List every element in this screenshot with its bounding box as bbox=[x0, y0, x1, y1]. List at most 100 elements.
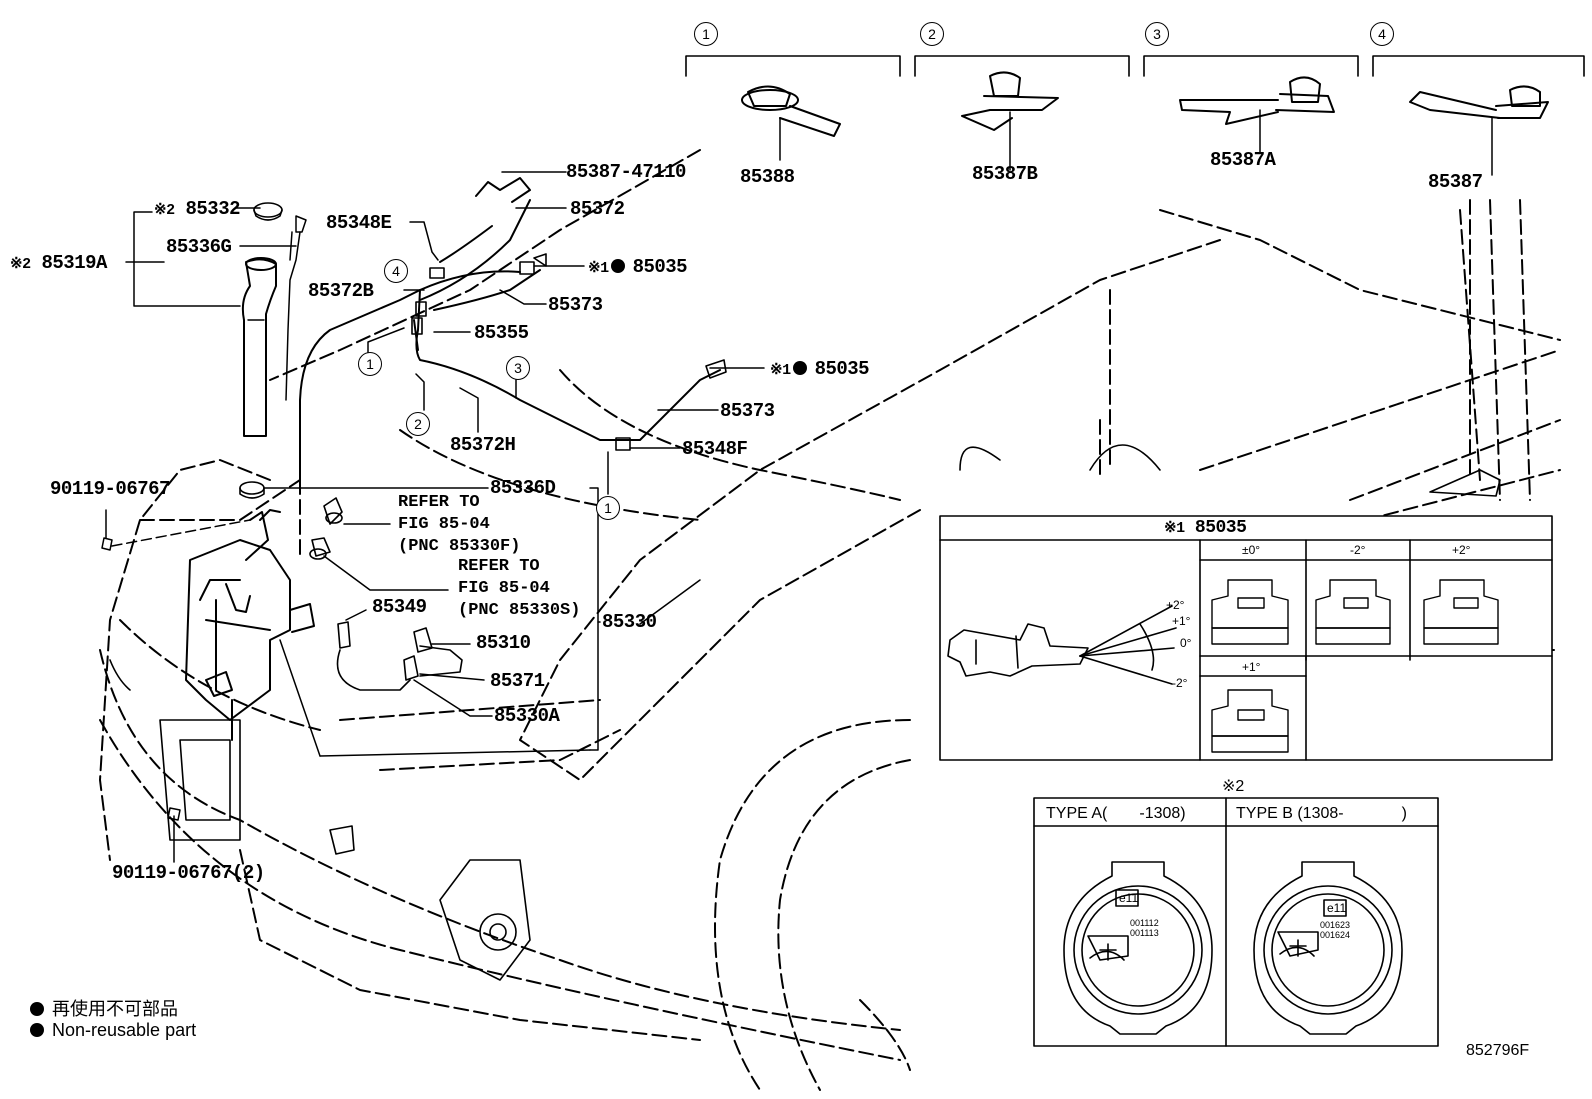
filler-neck bbox=[241, 257, 277, 437]
part-label-85373-upper[interactable]: 85373 bbox=[548, 294, 603, 316]
cap-85332 bbox=[253, 202, 283, 221]
nozzle-column-plus1: +1° bbox=[1242, 660, 1261, 674]
nozzle-front-views bbox=[1211, 579, 1499, 753]
nozzle-column-0: ±0° bbox=[1242, 543, 1261, 557]
cap-b-code-2: 001624 bbox=[1320, 930, 1351, 940]
section-brackets bbox=[685, 55, 1585, 77]
part-label-85336G[interactable]: 85336G bbox=[166, 236, 232, 258]
nozzle-column-minus2: -2° bbox=[1350, 543, 1366, 557]
part-label-85387A[interactable]: 85387A bbox=[1210, 149, 1276, 171]
part-number: 85035 bbox=[632, 256, 688, 278]
part-number: 85319A bbox=[41, 252, 107, 274]
vehicle-outline-detail bbox=[109, 444, 1501, 981]
callout-1-upper: 1 bbox=[358, 352, 382, 376]
part-label-85372B[interactable]: 85372B bbox=[308, 280, 374, 302]
part-label-85319A[interactable]: ※2 85319A bbox=[10, 254, 107, 273]
type-text: TYPE A( bbox=[1046, 805, 1108, 822]
part-number: 85332 bbox=[185, 198, 240, 220]
nozzle-column-plus2: +2° bbox=[1452, 543, 1471, 557]
part-label-85336D[interactable]: 85336D bbox=[490, 477, 556, 499]
refer-line: FIG 85-04 bbox=[458, 579, 550, 599]
part-label-85348E[interactable]: 85348E bbox=[326, 212, 392, 234]
refer-line: (PNC 85330F) bbox=[398, 537, 521, 557]
cap-a-code-2: 001113 bbox=[1130, 928, 1159, 938]
part-label-85310[interactable]: 85310 bbox=[476, 632, 531, 654]
refer-line: REFER TO bbox=[458, 557, 540, 576]
refer-line: FIG 85-04 bbox=[398, 515, 490, 535]
cap-type-b-icon bbox=[1253, 861, 1403, 1035]
type-text: ) bbox=[1401, 805, 1407, 822]
cap-type-a-icon bbox=[1063, 861, 1213, 1035]
part-label-85388[interactable]: 85388 bbox=[740, 166, 795, 188]
part-label-85372H[interactable]: 85372H bbox=[450, 434, 516, 456]
callout-2: 2 bbox=[406, 412, 430, 436]
callout-1-lower: 1 bbox=[596, 496, 620, 520]
part-label-85387-47110[interactable]: 85387-47110 bbox=[566, 161, 686, 183]
part-label-85348F[interactable]: 85348F bbox=[682, 438, 748, 460]
note-mark: ※2 bbox=[154, 202, 175, 219]
angle-label-plus2: +2° bbox=[1166, 598, 1185, 612]
vehicle-outline bbox=[99, 149, 1561, 1091]
part-label-85349[interactable]: 85349 bbox=[372, 596, 427, 618]
part-number: 85035 bbox=[814, 358, 870, 380]
section-2-marker: 2 bbox=[920, 22, 944, 46]
angle-label-zero: 0° bbox=[1180, 636, 1192, 650]
cap-type-a-label: TYPE A( -1308) bbox=[1046, 805, 1186, 823]
nozzle-inset bbox=[939, 515, 1553, 761]
clip-85387A-icon bbox=[1179, 76, 1335, 153]
section-3-marker: 3 bbox=[1145, 22, 1169, 46]
leader-lines bbox=[111, 171, 765, 863]
angle-label-minus2: -2° bbox=[1172, 676, 1188, 690]
part-label-bolt-lower[interactable]: 90119-06767(2) bbox=[112, 862, 265, 884]
hose-connectors bbox=[411, 253, 727, 451]
part-label-85387[interactable]: 85387 bbox=[1428, 171, 1483, 193]
clip-85387-icon bbox=[1409, 85, 1549, 176]
non-reusable-dot-icon bbox=[30, 1023, 44, 1037]
note-mark: ※1 bbox=[588, 260, 609, 277]
grommet-85336D bbox=[239, 481, 265, 499]
part-label-85035-lower[interactable]: ※1 85035 bbox=[770, 358, 870, 380]
legend-en: Non-reusable part bbox=[30, 1020, 196, 1041]
section-1-marker: 1 bbox=[694, 22, 718, 46]
cap-b-code-1: 001623 bbox=[1320, 920, 1351, 930]
part-label-85330[interactable]: 85330 bbox=[602, 611, 657, 633]
cap-type-b-label: TYPE B (1308-) bbox=[1236, 805, 1407, 823]
refer-note-85330S[interactable]: REFER TO FIG 85-04 (PNC 85330S) bbox=[458, 556, 580, 622]
non-reusable-dot-icon bbox=[610, 259, 625, 273]
callout-4: 4 bbox=[384, 259, 408, 283]
callout-3: 3 bbox=[506, 356, 530, 380]
nozzle-inset-title: ※1 85035 bbox=[1164, 518, 1247, 538]
non-reusable-dot-icon bbox=[792, 361, 807, 375]
refer-line: REFER TO bbox=[398, 493, 480, 512]
type-text: -1308) bbox=[1139, 805, 1186, 822]
part-label-85035-upper[interactable]: ※1 85035 bbox=[588, 256, 688, 278]
part-label-85387B[interactable]: 85387B bbox=[972, 163, 1038, 185]
cap-inset bbox=[1033, 797, 1439, 1047]
note-mark: ※1 bbox=[770, 362, 791, 379]
part-label-85355[interactable]: 85355 bbox=[474, 322, 529, 344]
refer-note-85330F[interactable]: REFER TO FIG 85-04 (PNC 85330F) bbox=[398, 492, 520, 558]
section-4-marker: 4 bbox=[1370, 22, 1394, 46]
type-text: TYPE B (1308- bbox=[1236, 805, 1344, 822]
part-label-85330A[interactable]: 85330A bbox=[494, 705, 560, 727]
part-label-85371[interactable]: 85371 bbox=[490, 670, 545, 692]
pumps bbox=[309, 497, 463, 691]
refer-line: (PNC 85330S) bbox=[458, 601, 581, 621]
clip-85388-icon bbox=[741, 85, 841, 161]
part-label-bolt-upper[interactable]: 90119-06767 bbox=[50, 478, 170, 500]
cap-a-mark: e11 bbox=[1119, 891, 1139, 905]
cap-b-mark: e11 bbox=[1327, 901, 1347, 915]
part-label-85372[interactable]: 85372 bbox=[570, 198, 625, 220]
cap-inset-mark: ※2 bbox=[1222, 778, 1245, 795]
part-number: 85035 bbox=[1194, 518, 1247, 538]
cap-a-code-1: 001112 bbox=[1130, 918, 1159, 928]
note-mark: ※1 bbox=[1164, 520, 1185, 537]
legend-text: Non-reusable part bbox=[52, 1020, 197, 1040]
part-label-85373-lower[interactable]: 85373 bbox=[720, 400, 775, 422]
non-reusable-dot-icon bbox=[30, 1002, 44, 1016]
part-label-85332[interactable]: ※2 85332 bbox=[154, 200, 240, 219]
bolts bbox=[101, 509, 181, 821]
legend-text: 再使用不可部品 bbox=[52, 999, 178, 1019]
legend-jp: 再使用不可部品 bbox=[30, 995, 178, 1021]
